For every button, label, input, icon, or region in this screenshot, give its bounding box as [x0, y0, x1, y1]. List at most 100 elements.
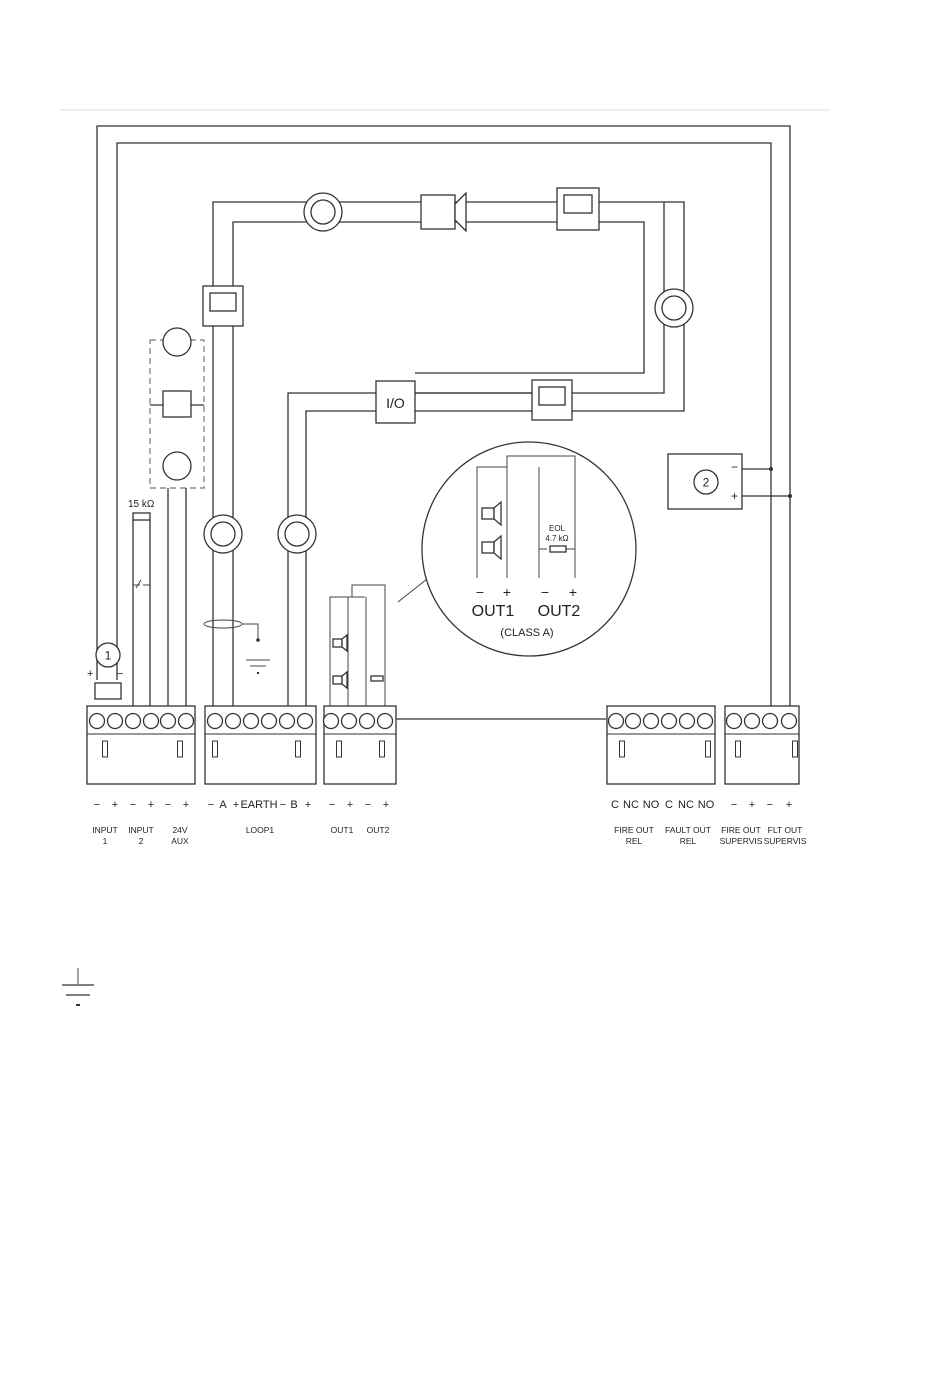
- terminal-label: EARTH: [240, 799, 277, 811]
- terminal-group-label: 2: [139, 836, 144, 846]
- loop-device-detector-b: [278, 515, 316, 553]
- terminal-screw: [342, 714, 357, 729]
- earth-symbol-legend: [62, 968, 94, 1005]
- terminal-group-label: FAULT OUT: [665, 825, 711, 835]
- terminal-screw: [626, 714, 641, 729]
- terminal-screw: [161, 714, 176, 729]
- terminal-screw: [126, 714, 141, 729]
- terminal-pin: [706, 741, 711, 757]
- terminal-label: NO: [643, 799, 660, 811]
- device2-minus-sign: −: [731, 460, 738, 474]
- terminal-label: +: [183, 799, 189, 811]
- terminal-screw: [782, 714, 797, 729]
- terminal-screw: [763, 714, 778, 729]
- loop-device-detector-top: [304, 193, 342, 231]
- terminal-label: +: [383, 799, 389, 811]
- terminal-label: −: [165, 799, 171, 811]
- out-zoom-inset: EOL 4.7 kΩ − + − + OUT1 OUT2 (CLASS A): [422, 442, 636, 656]
- input1-plus-sign: +: [87, 668, 93, 680]
- terminal-label: −: [280, 799, 286, 811]
- inset-sign-2: +: [503, 584, 511, 600]
- terminal-group-label: 24V: [172, 825, 187, 835]
- terminal-screw: [179, 714, 194, 729]
- loop-wires: [213, 202, 684, 710]
- terminal-group-label: REL: [626, 836, 643, 846]
- terminal-screw: [298, 714, 313, 729]
- terminal-label: +: [148, 799, 154, 811]
- terminal-label: B: [290, 799, 297, 811]
- terminal-pin: [296, 741, 301, 757]
- terminal-screw: [262, 714, 277, 729]
- io-module-label: I/O: [386, 395, 405, 411]
- terminal-pin: [793, 741, 798, 757]
- terminal-group-label: FLT OUT: [768, 825, 803, 835]
- device2-plus-sign: +: [731, 489, 738, 503]
- terminal-pin: [380, 741, 385, 757]
- terminal-label: NC: [623, 799, 639, 811]
- terminal-group-label: SUPERVIS: [720, 836, 763, 846]
- terminal-screw: [727, 714, 742, 729]
- terminal-group-label: FIRE OUT: [614, 825, 654, 835]
- terminal-label: −: [731, 799, 737, 811]
- terminal-label: +: [305, 799, 311, 811]
- terminal-label: −: [365, 799, 371, 811]
- terminal-pin: [103, 741, 108, 757]
- terminal-label: C: [665, 799, 673, 811]
- terminal-screw: [698, 714, 713, 729]
- eol-label-2: 4.7 kΩ: [545, 534, 568, 543]
- input1-device: 1 + −: [87, 643, 123, 699]
- terminal-label: +: [112, 799, 118, 811]
- terminal-label: +: [233, 799, 239, 811]
- input1-minus-sign: −: [117, 668, 123, 680]
- inset-sign-3: −: [541, 584, 549, 600]
- terminal-screw: [745, 714, 760, 729]
- out2-label: OUT2: [538, 603, 581, 620]
- terminal-group-label: OUT1: [331, 825, 354, 835]
- terminal-pin: [736, 741, 741, 757]
- loop-device-detector-right: [655, 289, 693, 327]
- terminal-screw: [280, 714, 295, 729]
- loop-device-module-left: [203, 286, 243, 326]
- terminal-label: +: [347, 799, 353, 811]
- loop-device-detector-a: [204, 515, 242, 553]
- terminal-screw: [644, 714, 659, 729]
- terminal-label: −: [94, 799, 100, 811]
- eol-label-1: EOL: [549, 524, 566, 533]
- out-wiring: [330, 579, 427, 710]
- terminal-group-label: INPUT: [128, 825, 154, 835]
- terminal-group-label: SUPERVIS: [764, 836, 807, 846]
- loop-device-module-top: [557, 188, 599, 230]
- terminal-screw: [208, 714, 223, 729]
- aux-device-group: [150, 328, 204, 710]
- resistor-15k-label: 15 kΩ: [128, 499, 155, 510]
- inset-sign-1: −: [476, 584, 484, 600]
- terminal-screw: [108, 714, 123, 729]
- terminal-screw: [609, 714, 624, 729]
- terminal-screw: [244, 714, 259, 729]
- terminal-blocks: −+−+−+INPUT1INPUT224VAUX−A+EARTH−B+LOOP1…: [87, 706, 807, 846]
- terminal-pin: [337, 741, 342, 757]
- terminal-pin: [178, 741, 183, 757]
- terminal-screw: [662, 714, 677, 729]
- terminal-pin: [213, 741, 218, 757]
- terminal-group-label: REL: [680, 836, 697, 846]
- terminal-label: +: [749, 799, 755, 811]
- terminal-label: −: [208, 799, 214, 811]
- loop-device-sounder: [421, 193, 466, 231]
- terminal-group-label: 1: [103, 836, 108, 846]
- terminal-screw: [90, 714, 105, 729]
- terminal-label: −: [130, 799, 136, 811]
- loop-device-io-module: I/O: [376, 381, 415, 423]
- terminal-screw: [144, 714, 159, 729]
- terminal-label: NC: [678, 799, 694, 811]
- terminal-screw: [226, 714, 241, 729]
- terminal-group-label: INPUT: [92, 825, 118, 835]
- terminal-group-label: LOOP1: [246, 825, 275, 835]
- loop-device-module-bottom: [532, 380, 572, 420]
- terminal-screw: [680, 714, 695, 729]
- terminal-screw: [378, 714, 393, 729]
- terminal-label: C: [611, 799, 619, 811]
- class-a-label: (CLASS A): [500, 627, 553, 639]
- terminal-pin: [620, 741, 625, 757]
